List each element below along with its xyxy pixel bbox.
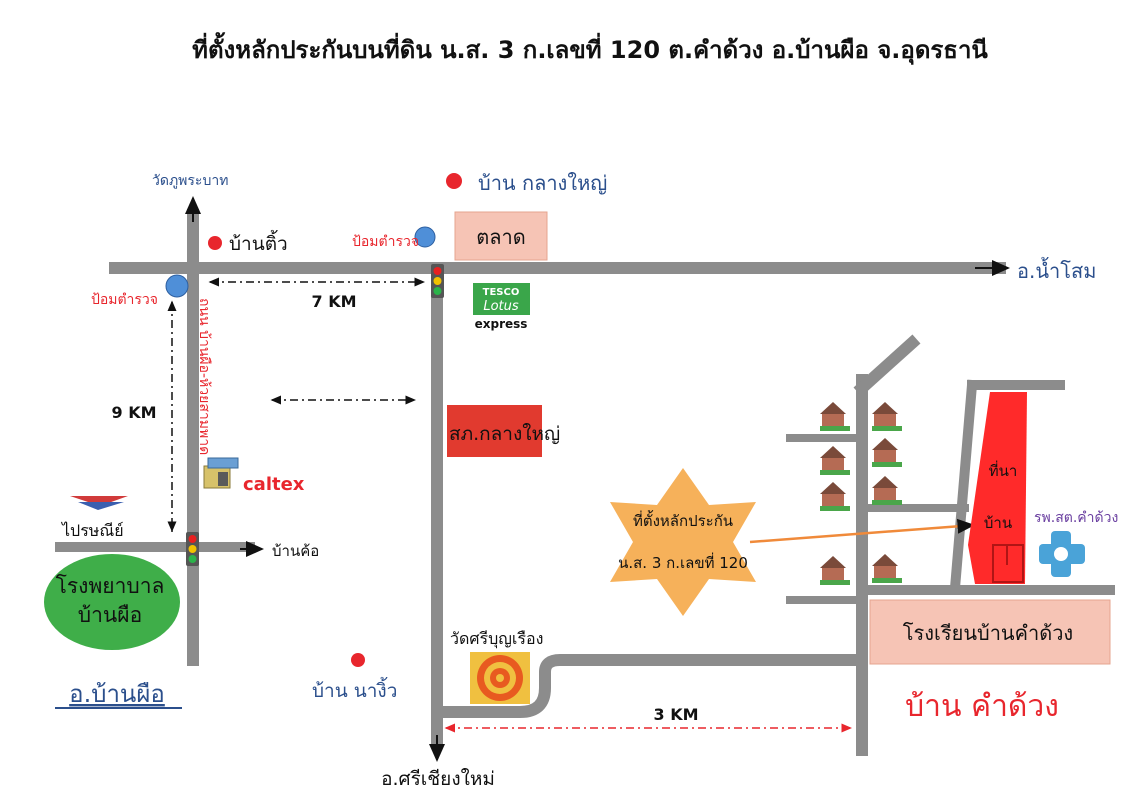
label-hospital-line1: โรงพยาบาล [56, 574, 165, 598]
map-title: ที่ตั้งหลักประกันบนที่ดิน น.ส. 3 ก.เลขที… [192, 31, 988, 66]
label-police-box-2: ป้อมตำรวจ [352, 234, 419, 250]
label-hospital-line2: บ้านผือ [78, 603, 142, 627]
roads [55, 209, 1115, 756]
label-land-2: บ้าน [984, 514, 1012, 532]
distance-3km: 3 KM [653, 705, 698, 724]
road-land-diagonal [949, 379, 978, 594]
collateral-star [610, 468, 756, 616]
house-icon [820, 556, 850, 585]
road-wat-curve [437, 654, 868, 718]
distance-7km: 7 KM [311, 292, 356, 311]
house-icon [820, 482, 850, 511]
svg-text:TESCO: TESCO [483, 287, 520, 298]
label-collateral-line1: ที่ตั้งหลักประกัน [633, 510, 733, 530]
hospital-circle [44, 554, 180, 650]
label-caltex: caltex [243, 474, 305, 495]
health-center-icon [1039, 531, 1085, 577]
label-ban-klang-yai: บ้าน กลางใหญ่ [478, 171, 607, 195]
house-icon [872, 554, 902, 583]
svg-text:express: express [475, 317, 528, 331]
house-icon [872, 402, 902, 431]
label-post-office: ไปรษณีย์ [60, 521, 124, 540]
land-plot [968, 392, 1027, 584]
cooperative-box [447, 405, 542, 457]
tesco-lotus-logo: TESCO Lotus express [473, 283, 530, 331]
village-dot-icon [351, 653, 365, 667]
pointer-line [749, 518, 976, 544]
village-dot-icon [208, 236, 222, 250]
gas-station-icon [203, 457, 239, 489]
label-cooperative: สภ.กลางใหญ่ [449, 423, 560, 445]
house-icon [872, 476, 902, 505]
traffic-light-icon [186, 532, 199, 566]
label-ban-tio: บ้านติ้ว [229, 230, 288, 255]
house-icon [820, 446, 850, 475]
label-health-center: รพ.สต.คำด้วง [1034, 510, 1118, 526]
village-dot-icon [446, 173, 462, 189]
label-si-chiang-mai: อ.ศรีเชียงใหม่ [381, 768, 495, 790]
label-ban-na-ngio: บ้าน นางิ้ว [312, 677, 397, 702]
label-road-name: ถนน บ้านผือ-ห้วยสามพาด [196, 298, 212, 455]
post-office-icon [70, 496, 128, 510]
police-box-icon [165, 274, 189, 298]
temple-icon [470, 652, 530, 704]
police-box-icon [414, 226, 436, 248]
house-icon [820, 402, 850, 431]
house-icon [872, 438, 902, 467]
label-land-1: ที่นา [989, 460, 1018, 480]
svg-text:Lotus: Lotus [483, 299, 519, 314]
road-diagonal [853, 334, 921, 397]
label-wat-phu-phra-bat: วัดภูพระบาท [152, 173, 228, 189]
traffic-light-icon [431, 264, 444, 298]
label-school: โรงเรียนบ้านคำด้วง [903, 621, 1073, 645]
label-ban-kho: บ้านค้อ [272, 542, 319, 560]
label-market: ตลาด [476, 225, 525, 249]
houses [820, 402, 902, 585]
label-collateral-line2: น.ส. 3 ก.เลขที่ 120 [618, 552, 748, 572]
label-ban-kham-duang: บ้าน คำด้วง [905, 689, 1059, 724]
label-nam-som: อ.น้ำโสม [1017, 257, 1096, 283]
label-amphoe-ban-phue: อ.บ้านผือ [69, 680, 165, 708]
label-wat-si-bun-rueang: วัดศรีบุญเรือง [450, 629, 543, 649]
distance-9km: 9 KM [111, 403, 156, 422]
market-box [454, 211, 548, 261]
label-police-box-1: ป้อมตำรวจ [91, 292, 158, 308]
school-box [869, 599, 1111, 665]
